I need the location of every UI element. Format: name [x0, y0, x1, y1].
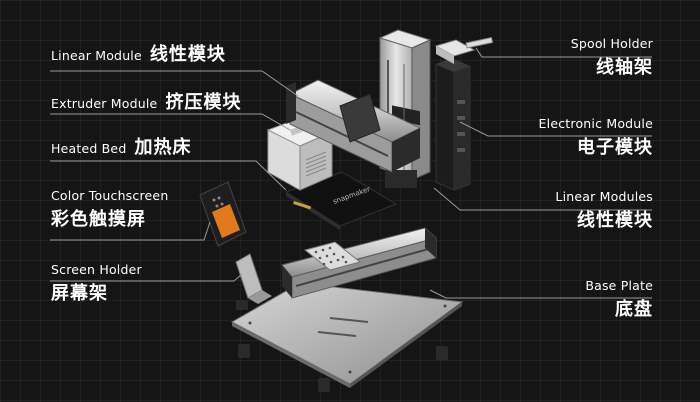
label-electronic-module-zh: 电子模块 [577, 137, 653, 158]
label-color-touchscreen-zh: 彩色触摸屏 [51, 209, 146, 230]
label-base-plate-en: Base Plate [585, 278, 653, 293]
label-spool-holder-en: Spool Holder [570, 36, 653, 51]
screen-holder [235, 253, 272, 310]
electronic-module [435, 58, 471, 191]
label-linear-module: Linear Module 线性模块 [51, 40, 226, 66]
label-heated-bed-en: Heated Bed [51, 141, 127, 156]
label-electronic-module-en: Electronic Module [538, 116, 653, 131]
label-extruder-module-zh: 挤压模块 [165, 92, 242, 113]
label-screen-holder: Screen Holder 屏幕架 [51, 262, 142, 305]
label-base-plate-zh: 底盘 [615, 299, 653, 320]
label-extruder-module: Extruder Module 挤压模块 [51, 88, 241, 114]
label-spool-holder: Spool Holder 线轴架 [571, 36, 653, 79]
label-linear-module-zh: 线性模块 [149, 44, 226, 65]
label-screen-holder-en: Screen Holder [51, 262, 142, 277]
label-linear-modules-zh: 线性模块 [577, 210, 653, 231]
color-touchscreen [199, 181, 247, 247]
linear-module-bottom [281, 227, 438, 299]
label-color-touchscreen: Color Touchscreen 彩色触摸屏 [51, 188, 168, 231]
label-heated-bed-zh: 加热床 [134, 137, 192, 158]
linear-module-horizontal [286, 79, 422, 173]
label-heated-bed: Heated Bed 加热床 [51, 133, 191, 159]
label-spool-holder-zh: 线轴架 [596, 57, 653, 78]
label-linear-modules-en: Linear Modules [555, 189, 653, 204]
label-base-plate: Base Plate 底盘 [585, 278, 653, 321]
label-extruder-module-en: Extruder Module [51, 96, 158, 111]
label-linear-modules: Linear Modules 线性模块 [555, 189, 653, 232]
base-plate [230, 282, 464, 392]
label-electronic-module: Electronic Module 电子模块 [539, 116, 653, 159]
label-screen-holder-zh: 屏幕架 [51, 283, 108, 304]
label-linear-module-en: Linear Module [51, 48, 142, 63]
spool-holder [434, 37, 494, 64]
label-color-touchscreen-en: Color Touchscreen [51, 188, 169, 203]
